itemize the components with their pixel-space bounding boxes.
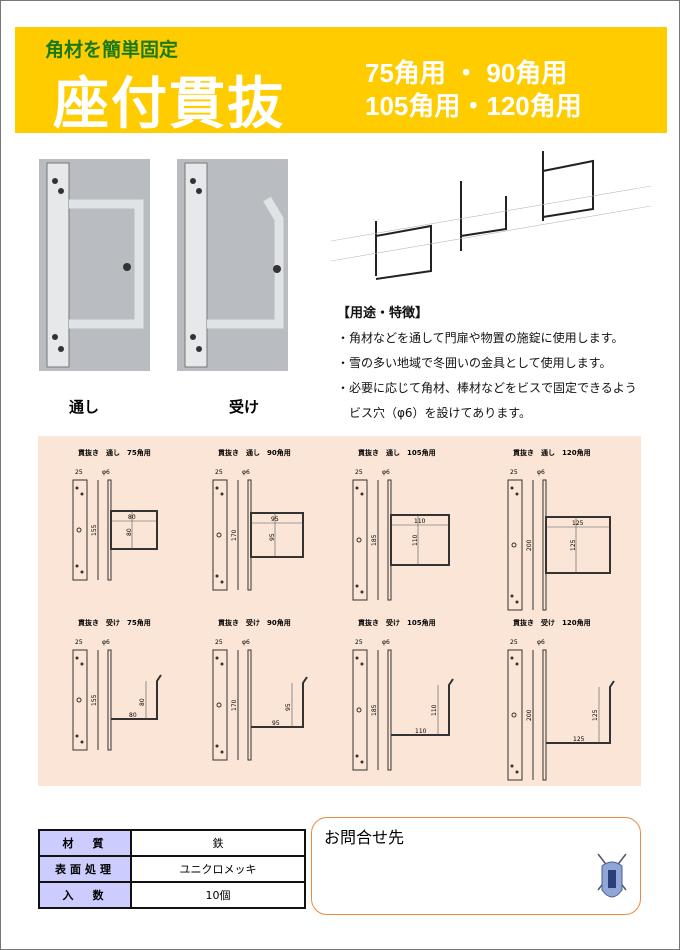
drawing-caption: 貫抜き 通し 105角用 <box>358 449 436 457</box>
dimension-inner-height: 80 <box>139 698 146 706</box>
dimension-height: 200 <box>526 709 533 721</box>
drawing-caption: 貫抜き 通し 75角用 <box>78 449 151 457</box>
dimension-inner-height: 95 <box>269 533 276 541</box>
dimension-hole: φ6 <box>102 639 110 646</box>
dimension-width: 25 <box>510 469 518 476</box>
dimension-inner-width: 95 <box>271 516 279 523</box>
dimension-hole: φ6 <box>537 469 545 476</box>
dimension-hole: φ6 <box>382 469 390 476</box>
dimension-inner-height: 110 <box>412 534 419 546</box>
product-title: 座付貫抜 <box>53 72 285 137</box>
photo-through-bracket <box>39 159 150 371</box>
features-heading: 【用途・特徴】 <box>337 306 429 321</box>
dimension-hole: φ6 <box>382 639 390 646</box>
spec-value: 鉄 <box>130 829 306 857</box>
feature-item: ・角材などを通して門扉や物置の施錠に使用します。 <box>337 331 624 345</box>
contact-box: お問合せ先 <box>311 817 641 915</box>
dimension-inner-height: 125 <box>592 709 599 721</box>
drawing-caption: 貫抜き 通し 90角用 <box>218 449 291 457</box>
drawing-through-125: 25 φ6 200 125 125 貫抜き 通し 120角用 <box>493 444 643 614</box>
dimension-width: 25 <box>215 469 223 476</box>
dimension-hole: φ6 <box>537 639 545 646</box>
dimension-height: 170 <box>231 699 238 711</box>
sizes-line-2: 105角用・120角用 <box>365 91 582 121</box>
drawing-caption: 貫抜き 受け 105角用 <box>358 619 436 627</box>
feature-item: ビス穴（φ6）を設けてあります。 <box>337 406 531 420</box>
drawing-receive-110: 25 φ6 185 110 110 貫抜き 受け 105角用 <box>338 614 488 784</box>
spec-key: 入 数 <box>38 881 132 909</box>
dimension-hole: φ6 <box>242 639 250 646</box>
drawing-receive-125: 25 φ6 200 125 125 貫抜き 受け 120角用 <box>493 614 643 784</box>
drawing-through-80: 25 φ6 155 80 80 貫抜き 通し 75角用 <box>58 444 208 614</box>
dimension-height: 185 <box>371 534 378 546</box>
dimension-inner-height: 80 <box>126 528 133 536</box>
dimension-width: 25 <box>510 639 518 646</box>
sizes-line-1: 75角用 ・ 90角用 <box>365 58 568 88</box>
drawing-receive-95: 25 φ6 170 95 95 貫抜き 受け 90角用 <box>198 614 348 784</box>
table-row: 材 質鉄 <box>38 829 306 857</box>
dimension-height: 155 <box>91 694 98 706</box>
spec-key: 表面処理 <box>38 855 132 883</box>
feature-item: ・雪の多い地域で冬囲いの金具として使用します。 <box>337 356 612 370</box>
label-through: 通し <box>69 398 100 416</box>
label-receive: 受け <box>229 398 260 416</box>
isometric-drawing <box>331 151 651 280</box>
table-row: 表面処理ユニクロメッキ <box>38 855 306 883</box>
features-list: 【用途・特徴】 ・角材などを通して門扉や物置の施錠に使用します。 ・雪の多い地域… <box>337 301 637 426</box>
dimension-inner-width: 80 <box>128 514 136 521</box>
spec-key: 材 質 <box>38 829 132 857</box>
dimension-inner-height: 95 <box>285 703 292 711</box>
dimension-height: 200 <box>526 539 533 551</box>
subtitle: 角材を簡単固定 <box>45 39 179 61</box>
dimension-inner-width: 125 <box>573 736 585 743</box>
dimension-height: 170 <box>231 529 238 541</box>
drawing-caption: 貫抜き 受け 75角用 <box>78 619 151 627</box>
dimension-height: 155 <box>91 524 98 536</box>
dimension-width: 25 <box>355 469 363 476</box>
spec-value: 10個 <box>130 881 306 909</box>
dimension-width: 25 <box>355 639 363 646</box>
dimension-inner-width: 80 <box>129 712 137 719</box>
dimension-height: 185 <box>371 704 378 716</box>
spec-value: ユニクロメッキ <box>130 855 306 883</box>
drawing-caption: 貫抜き 通し 120角用 <box>513 449 591 457</box>
dimension-inner-height: 125 <box>570 539 577 551</box>
dimension-inner-width: 125 <box>572 520 584 527</box>
dimension-width: 25 <box>75 469 83 476</box>
dimension-inner-width: 110 <box>414 518 426 525</box>
dimension-hole: φ6 <box>102 469 110 476</box>
dimension-width: 25 <box>75 639 83 646</box>
dimension-inner-height: 110 <box>431 704 438 716</box>
photo-receive-bracket <box>177 159 288 371</box>
drawing-through-110: 25 φ6 185 110 110 貫抜き 通し 105角用 <box>338 444 488 614</box>
dimension-inner-width: 110 <box>415 728 427 735</box>
drawing-caption: 貫抜き 受け 90角用 <box>218 619 291 627</box>
feature-item: ・必要に応じて角材、棒材などをビスで固定できるよう <box>337 381 637 395</box>
dimension-width: 25 <box>215 639 223 646</box>
drawing-caption: 貫抜き 受け 120角用 <box>513 619 591 627</box>
drawing-through-95: 25 φ6 170 95 95 貫抜き 通し 90角用 <box>198 444 348 614</box>
size-list: 75角用 ・ 90角用 105角用・120角用 <box>365 57 582 123</box>
company-emblem-icon <box>597 853 627 898</box>
contact-title: お問合せ先 <box>324 828 405 847</box>
dimension-inner-width: 95 <box>272 720 280 727</box>
dimension-hole: φ6 <box>242 469 250 476</box>
header-banner: 角材を簡単固定 座付貫抜 75角用 ・ 90角用 105角用・120角用 <box>15 27 667 137</box>
